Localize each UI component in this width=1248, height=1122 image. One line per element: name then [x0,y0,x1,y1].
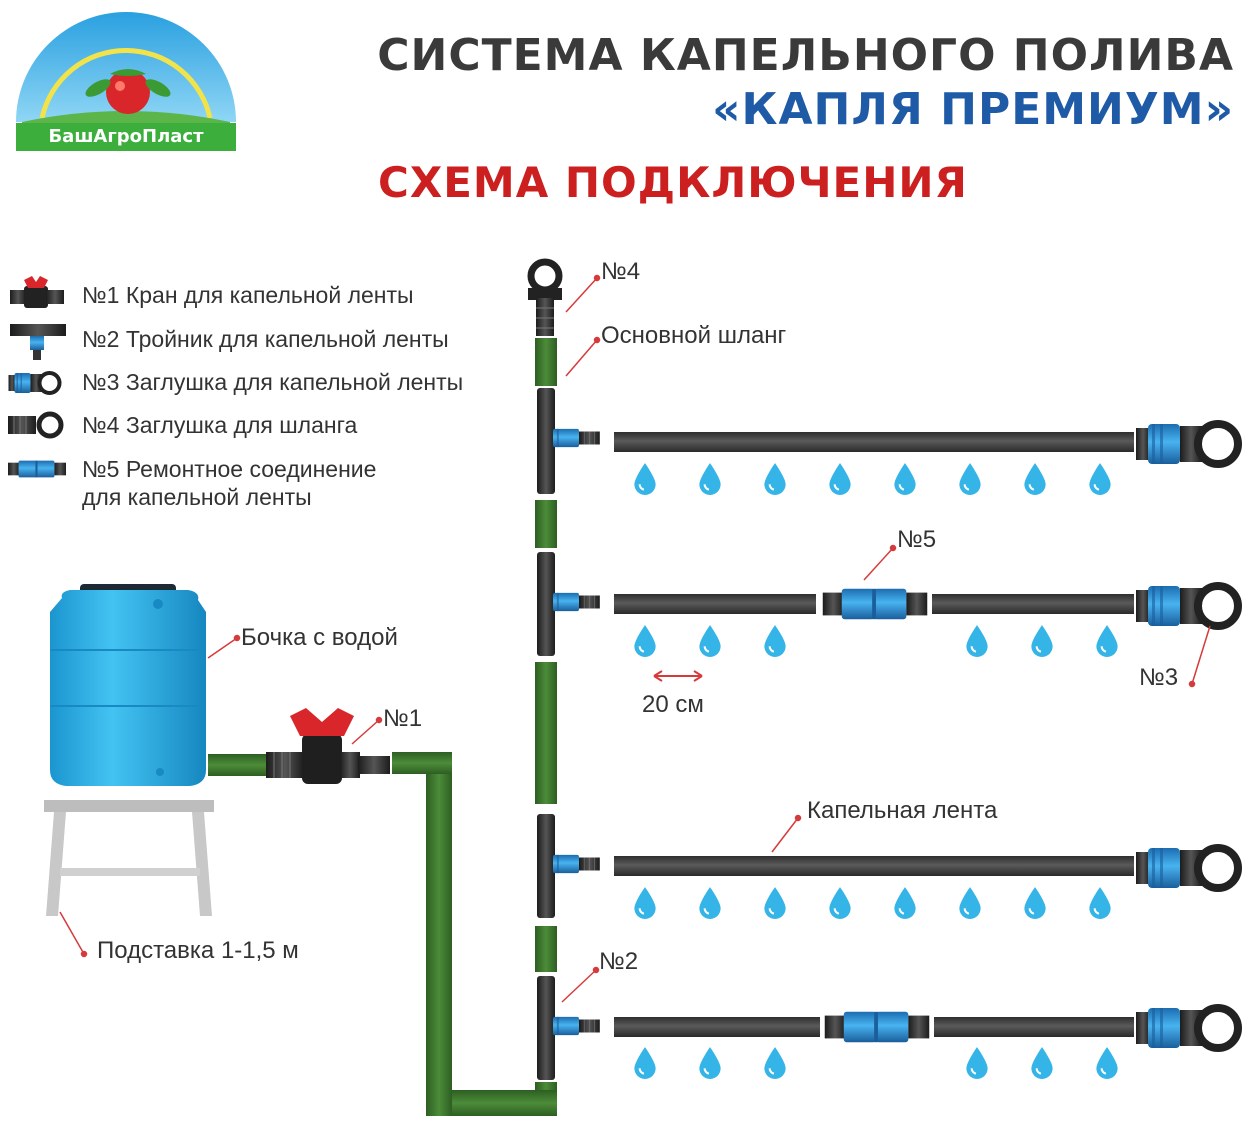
legend-icon-tee [10,324,66,360]
repair-coupling-2 [824,1011,930,1043]
legend-icon-hose-plug [8,411,64,439]
barrel-stand [44,800,214,916]
valve-n1 [266,708,390,784]
pointer-lines [59,274,1211,1003]
logo-brand-text: БашАгроПласт [48,126,204,147]
tee-2 [537,552,601,656]
label-stand: Подставка 1-1,5 м [97,937,299,964]
label-main-hose: Основной шланг [601,322,787,349]
tee-3 [537,814,601,918]
drip-tape-2 [614,586,1238,626]
water-drops-row-2 [633,624,1119,658]
tee-1 [537,388,601,494]
legend-item-repair-line2: для капельной ленты [82,484,312,510]
legend-item-hose-plug: №4 Заглушка для шланга [82,412,358,438]
tape-plug-1 [1136,424,1238,464]
tape-plug-3 [1136,848,1238,888]
page-title: СИСТЕМА КАПЕЛЬНОГО ПОЛИВА [377,30,1234,81]
label-drip-tape: Капельная лента [807,797,998,824]
legend-icon-repair [8,460,66,478]
label-barrel: Бочка с водой [241,624,398,651]
spacing-arrow [653,670,703,682]
water-barrel [50,584,206,786]
product-name: «КАПЛЯ ПРЕМИУМ» [712,84,1234,135]
legend-icon-tape-plug [9,373,60,393]
tomato-icon [106,70,150,114]
legend-item-tee: №2 Тройник для капельной ленты [82,326,449,352]
legend-icon-valve [10,276,64,308]
water-drops-row-4 [633,1046,1119,1080]
label-n4: №4 [601,258,641,285]
tape-plug-2 [1136,586,1238,626]
main-hose [208,338,557,1116]
drip-tape-3 [614,848,1238,888]
drip-tape-1 [614,424,1238,464]
water-drops-row-3 [633,886,1112,920]
label-spacing: 20 см [642,691,704,718]
scheme-heading: СХЕМА ПОДКЛЮЧЕНИЯ [378,158,968,207]
hose-plug-n4 [527,258,563,336]
label-n2: №2 [599,948,639,975]
legend-item-repair: №5 Ремонтное соединение [82,456,377,482]
tee-4 [537,976,601,1080]
company-logo [16,12,236,151]
label-n5: №5 [897,526,937,553]
water-drops-row-1 [633,462,1112,496]
label-n3: №3 [1139,664,1179,691]
legend-item-tape-plug: №3 Заглушка для капельной ленты [82,369,464,395]
repair-coupling-n5 [822,588,928,620]
tape-plug-4 [1136,1008,1238,1048]
label-n1: №1 [383,705,423,732]
drip-tape-4 [614,1008,1238,1048]
legend-item-valve: №1 Кран для капельной ленты [82,282,414,308]
